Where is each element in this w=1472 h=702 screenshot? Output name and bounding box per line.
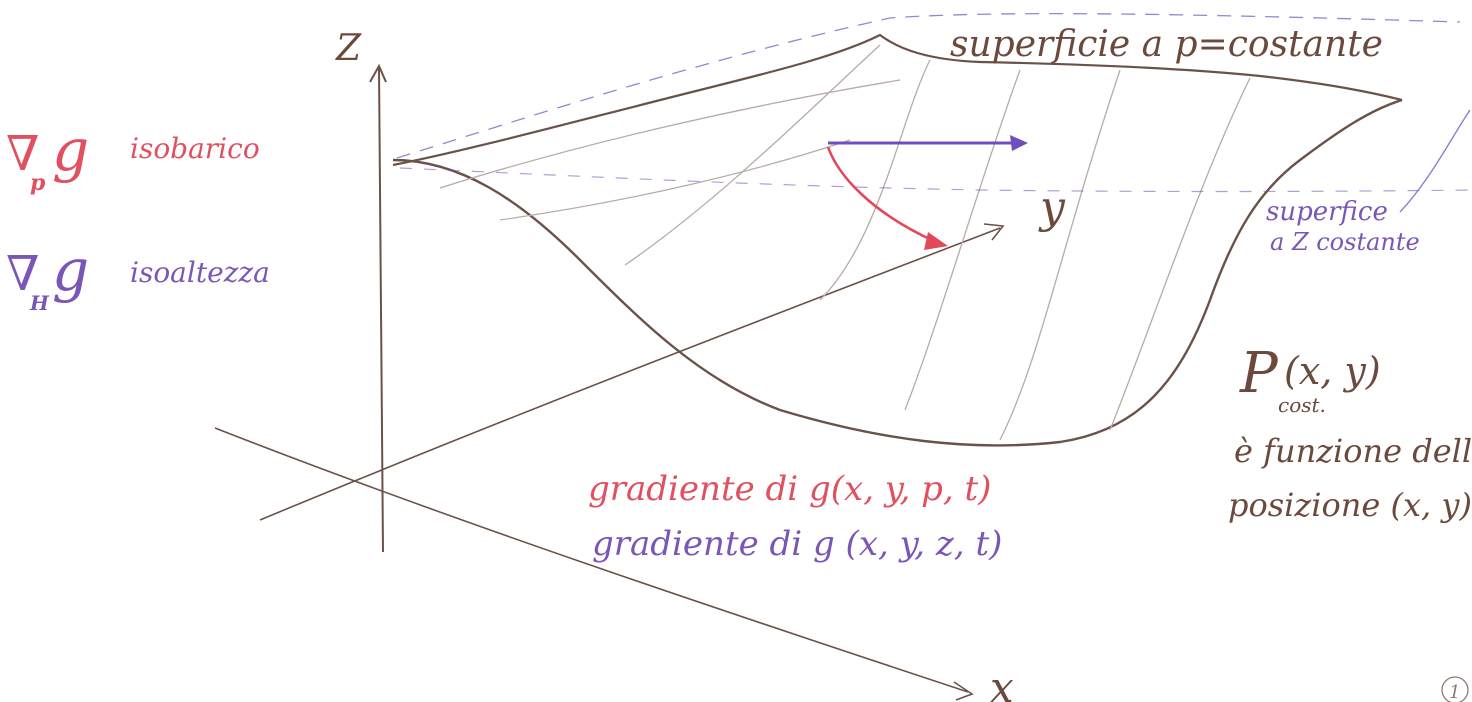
isoheight-gradient-arrowhead xyxy=(1010,135,1028,151)
pressure-arguments: (x, y) xyxy=(1284,349,1381,393)
pressure-subscript: cost. xyxy=(1278,393,1326,417)
surface-ridge-3 xyxy=(904,69,1021,411)
gradient-variable: g xyxy=(52,116,89,184)
axes xyxy=(214,63,1005,701)
y-axis xyxy=(259,227,1001,521)
gradient-isoheight-text: gradiente di g (x, y, z, t) xyxy=(592,524,1002,564)
gradient-arrows xyxy=(826,135,1028,250)
page-number-circle xyxy=(1441,676,1469,702)
x-axis-arrowhead xyxy=(953,681,974,701)
height-surface-back-edge xyxy=(396,12,1461,159)
nabla-subscript: p xyxy=(30,170,46,196)
nabla-subscript: H xyxy=(29,291,50,315)
isoheight-label: isoaltezza xyxy=(130,256,270,289)
height-surface-label-line1: superfice xyxy=(1266,197,1388,227)
surface-ridge-1 xyxy=(624,44,881,266)
z-axis xyxy=(378,67,384,553)
y-axis-arrowhead xyxy=(983,223,1005,241)
legend-isoheight: ∇ H g isoaltezza xyxy=(6,236,270,315)
height-surface-label-line2: a Z costante xyxy=(1270,228,1420,256)
surface-ridge-2 xyxy=(819,59,931,301)
surface-ridge-4 xyxy=(999,69,1121,441)
height-surface-right-edge xyxy=(1399,109,1471,213)
gradient-isobaric-text: gradiente di g(x, y, p, t) xyxy=(588,469,991,509)
y-axis-label: y xyxy=(1038,182,1066,233)
legend-isobaric: ∇ p g isobarico xyxy=(6,116,260,196)
surface-ridge-5 xyxy=(1109,77,1251,431)
nabla-symbol: ∇ xyxy=(6,126,40,182)
page-number: 1 xyxy=(1449,682,1460,702)
note-line-3: posizione (x, y) xyxy=(1228,486,1472,524)
x-axis-label: x xyxy=(990,663,1014,702)
pressure-note: P (x, y) cost. è funzione della posizion… xyxy=(1228,341,1472,524)
pressure-surface-label: superficie a p=costante xyxy=(950,24,1383,65)
pressure-surface-back-edge xyxy=(392,33,1403,167)
isobaric-label: isobarico xyxy=(130,132,260,165)
pressure-symbol: P xyxy=(1239,341,1279,406)
surface-ridge-7 xyxy=(499,139,851,221)
height-surface-plane xyxy=(399,167,1471,193)
isobaric-gradient-arrow xyxy=(826,146,937,244)
gradient-variable: g xyxy=(52,236,89,304)
pressure-surface xyxy=(392,33,1403,447)
isobaric-gradient-arrowhead xyxy=(924,232,948,250)
surface-ridge-6 xyxy=(439,79,901,189)
z-axis-arrowhead xyxy=(369,63,387,83)
pressure-surface-front-edge xyxy=(392,98,1403,447)
z-axis-label: Z xyxy=(335,28,362,69)
note-line-2: è funzione della xyxy=(1234,432,1472,470)
height-surface xyxy=(396,12,1471,213)
nabla-symbol: ∇ xyxy=(6,246,40,302)
x-axis xyxy=(214,427,969,693)
